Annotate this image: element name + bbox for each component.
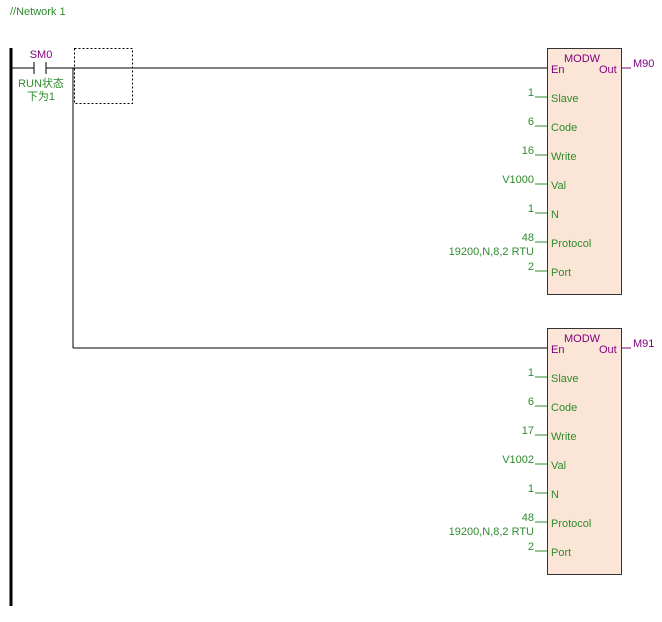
network-title: //Network 1 (10, 6, 66, 18)
output-coil-1[interactable]: M90 (633, 58, 655, 70)
pin-port: Port (551, 267, 572, 279)
value-slave[interactable]: 1 (527, 87, 534, 99)
contact-comment-line2: 下为1 (26, 91, 56, 103)
value-code[interactable]: 6 (527, 116, 534, 128)
contact-comment-line1: RUN状态 (18, 78, 64, 90)
value-port[interactable]: 2 (527, 261, 534, 273)
pin-write: Write (551, 151, 577, 163)
pin-n: N (551, 209, 559, 221)
modw-block-1[interactable]: MODW En Out Slave Code Write Val N Proto… (547, 48, 622, 295)
out-pin-label: Out (599, 64, 617, 76)
contact-name[interactable]: SM0 (29, 49, 53, 61)
pin-protocol: Protocol (551, 518, 592, 530)
value-write[interactable]: 17 (521, 425, 534, 437)
pin-slave: Slave (551, 373, 579, 385)
en-pin-label: En (551, 64, 565, 76)
value-n[interactable]: 1 (527, 483, 534, 495)
value-port[interactable]: 2 (527, 541, 534, 553)
value-write[interactable]: 16 (521, 145, 534, 157)
pin-code: Code (551, 402, 578, 414)
pin-protocol: Protocol (551, 238, 592, 250)
value-slave[interactable]: 1 (527, 367, 534, 379)
pin-port: Port (551, 547, 572, 559)
pin-code: Code (551, 122, 578, 134)
value-protocol[interactable]: 48 (521, 232, 534, 244)
value-protocol[interactable]: 48 (521, 512, 534, 524)
selection-cursor (74, 48, 133, 104)
value-protocol-note: 19200,N,8,2 RTU (448, 526, 534, 538)
value-val[interactable]: V1000 (502, 174, 534, 186)
pin-n: N (551, 489, 559, 501)
value-code[interactable]: 6 (527, 396, 534, 408)
out-pin-label: Out (599, 344, 617, 356)
value-val[interactable]: V1002 (502, 454, 534, 466)
en-pin-label: En (551, 344, 565, 356)
pin-slave: Slave (551, 93, 579, 105)
pin-val: Val (551, 180, 567, 192)
pin-write: Write (551, 431, 577, 443)
block-name: MODW (564, 53, 601, 65)
value-protocol-note: 19200,N,8,2 RTU (448, 246, 534, 258)
modw-block-2[interactable]: MODW En Out Slave Code Write Val N Proto… (547, 328, 622, 575)
output-coil-2[interactable]: M91 (633, 338, 655, 350)
value-n[interactable]: 1 (527, 203, 534, 215)
pin-val: Val (551, 460, 567, 472)
block-name: MODW (564, 333, 601, 345)
